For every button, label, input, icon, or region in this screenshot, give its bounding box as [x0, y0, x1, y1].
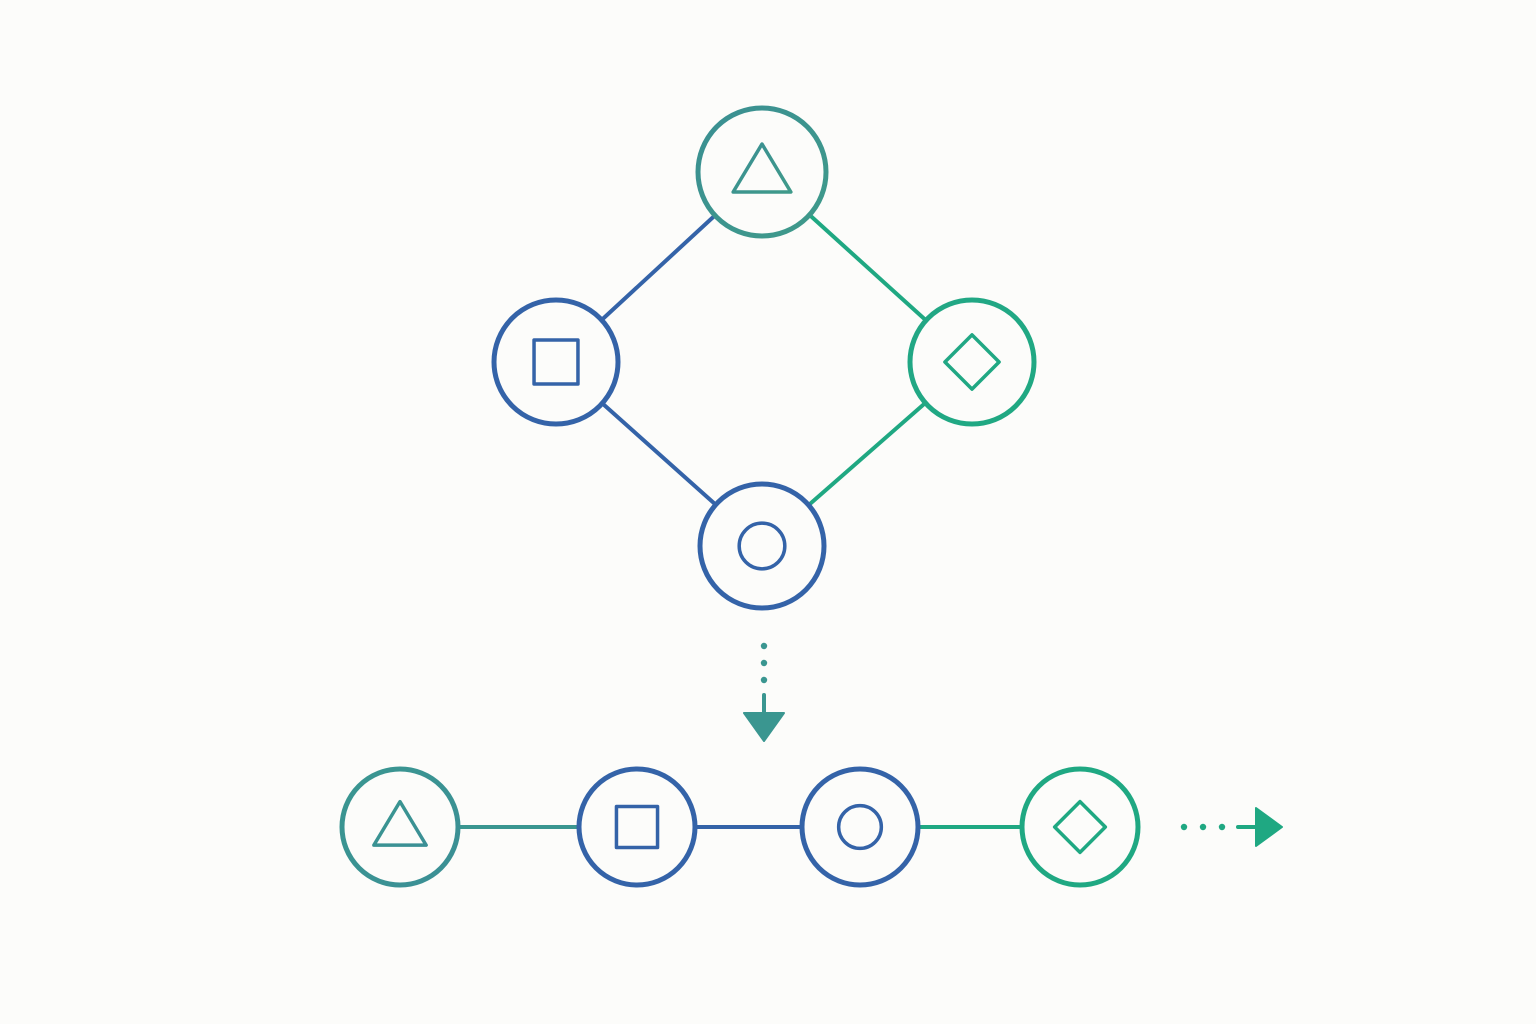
graph-node-right [907, 297, 1037, 427]
arrow-down-icon [743, 712, 785, 742]
graph-edge-right-bottom [806, 400, 928, 508]
edges-layer [456, 212, 1024, 829]
diamond-icon [943, 333, 1001, 391]
node-ring [695, 105, 829, 239]
sequence-node-s2 [576, 766, 698, 888]
node-ring [339, 766, 461, 888]
arrow-dot [1218, 823, 1226, 831]
diamond-icon [1052, 799, 1108, 855]
square-icon [532, 338, 580, 386]
node-ring [1019, 766, 1141, 888]
triangle-icon [731, 142, 793, 194]
nodes-layer [339, 105, 1141, 888]
continuation-arrow [1180, 807, 1283, 847]
graph-edge-top-left [599, 213, 717, 322]
arrow-dot [760, 676, 768, 684]
graph-edge-left-bottom [600, 401, 718, 507]
triangle-icon [372, 799, 428, 847]
circle-icon [836, 803, 884, 851]
node-ring [799, 766, 921, 888]
graph-edge-top-right [807, 212, 928, 323]
arrow-dot [1199, 823, 1207, 831]
sequence-node-s3 [799, 766, 921, 888]
circle-icon [737, 521, 787, 571]
arrows-layer [743, 642, 1283, 847]
arrow-dot [1180, 823, 1188, 831]
graph-node-bottom [697, 481, 827, 611]
graph-node-left [491, 297, 621, 427]
graph-node-top [695, 105, 829, 239]
arrow-dot [760, 659, 768, 667]
node-ring [491, 297, 621, 427]
node-ring [907, 297, 1037, 427]
transform-arrow [743, 642, 785, 742]
arrow-dot [760, 642, 768, 650]
arrow-right-icon [1255, 807, 1283, 847]
node-ring [576, 766, 698, 888]
sequence-node-s4 [1019, 766, 1141, 888]
sequence-node-s1 [339, 766, 461, 888]
square-icon [614, 804, 660, 850]
node-ring [697, 481, 827, 611]
